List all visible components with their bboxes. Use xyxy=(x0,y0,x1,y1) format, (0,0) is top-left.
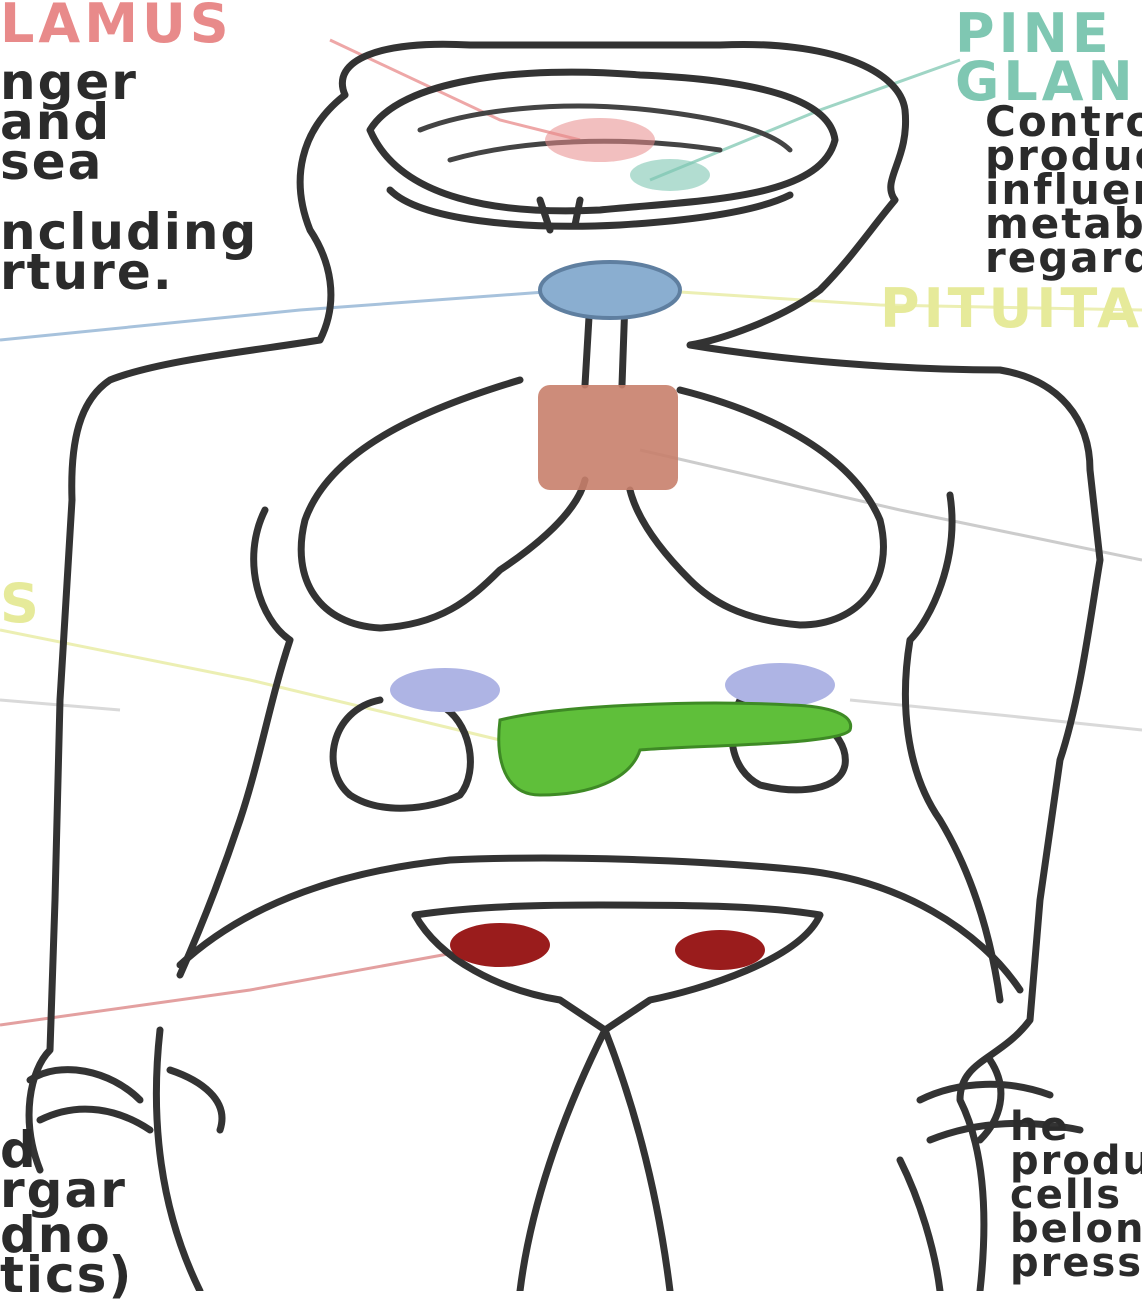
legs-right xyxy=(605,1030,670,1291)
right-adrenal-gland xyxy=(725,663,835,707)
left-adrenal-gland xyxy=(390,668,500,712)
pelvis xyxy=(180,858,1020,990)
right-bottom-text: he produc cells belong press xyxy=(1010,1110,1142,1280)
hypothalamus-description-2: ncluding rture. xyxy=(0,212,258,292)
pineal-gland xyxy=(630,159,710,191)
hypothalamus-title: LAMUS xyxy=(0,0,233,48)
left-bottom-text: d rgar xyxy=(0,1130,127,1210)
uterus-outline xyxy=(415,905,820,1030)
left-ovary xyxy=(450,923,550,967)
right-ovary xyxy=(675,930,765,970)
pituitary-title: PITUITA xyxy=(880,285,1142,333)
pineal-description: Contro produc influen metabo regard xyxy=(985,105,1142,275)
thyroid-leader-line xyxy=(640,450,1142,560)
hand-left xyxy=(30,1070,222,1130)
pituitary-gland xyxy=(540,262,680,318)
pineal-title: PINE GLAN xyxy=(955,10,1137,106)
adrenal-leader-line xyxy=(850,700,1142,730)
hypothalamus-description: nger and sea xyxy=(0,62,138,182)
thymus-fragment: S xyxy=(0,580,43,628)
thigh-left xyxy=(156,1030,200,1291)
left-bottom-text-2: dno tics) xyxy=(0,1215,133,1295)
legs-left xyxy=(520,1030,605,1291)
ovary-leader-line xyxy=(0,950,470,1025)
thyroid-gland xyxy=(538,385,678,490)
pancreas xyxy=(499,703,851,795)
leg-right-outer xyxy=(900,1160,940,1291)
hypothalamus-gland xyxy=(545,118,655,162)
